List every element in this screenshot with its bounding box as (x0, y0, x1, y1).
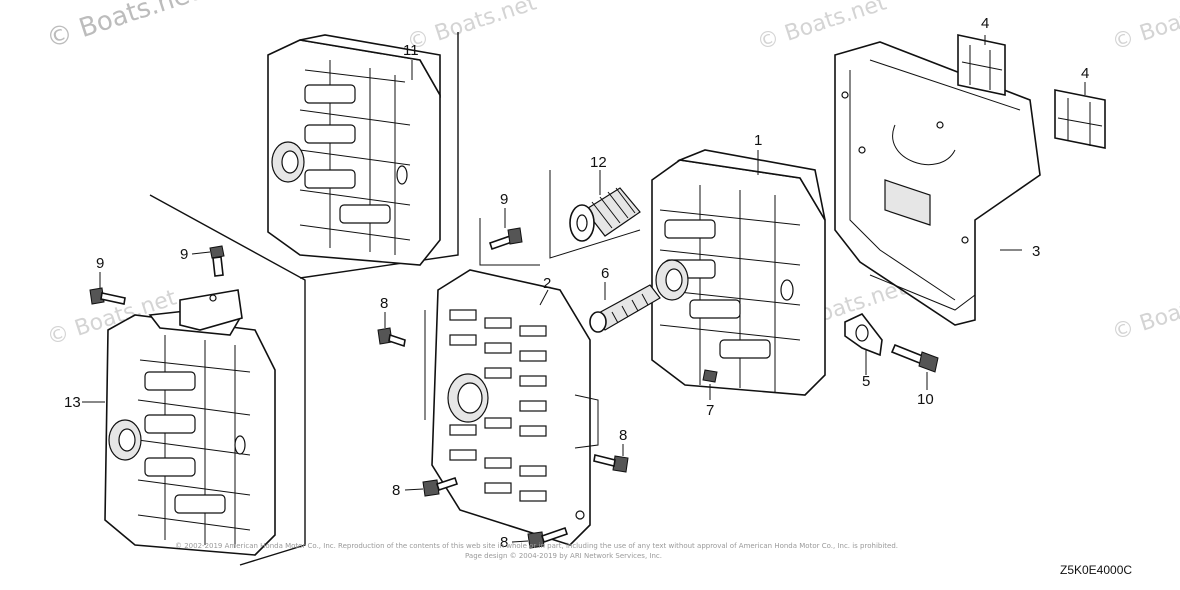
watermark: © Boats.net (1109, 0, 1180, 56)
callout-4: 4 (981, 15, 989, 32)
copyright-line-2: Page design © 2004-2019 by ARI Network S… (465, 552, 662, 560)
leader-lines (82, 35, 1086, 543)
copyright-line-1: © 2002-2019 American Honda Motor Co., In… (175, 542, 898, 550)
callout-8: 8 (380, 295, 388, 312)
bolt-8a (377, 327, 406, 348)
bolt-8b (593, 454, 629, 473)
bolt-9a (488, 227, 523, 251)
cover-3 (834, 41, 1041, 326)
callout-6: 6 (601, 265, 609, 282)
callout-7: 7 (706, 402, 714, 419)
protector-2 (431, 269, 599, 546)
clip-4b (1054, 89, 1106, 149)
callout-10: 10 (917, 391, 934, 408)
callout-12: 12 (590, 154, 607, 171)
callout-8: 8 (500, 534, 508, 551)
gasket-5 (844, 313, 883, 357)
callout-13: 13 (64, 394, 81, 411)
callout-8: 8 (619, 427, 627, 444)
bolt-7 (702, 369, 718, 383)
muffler-1 (651, 149, 826, 396)
callout-11: 11 (403, 42, 419, 59)
watermark: © Boats.net (1109, 280, 1180, 345)
muffler-13 (104, 289, 276, 556)
muffler-11 (267, 34, 441, 266)
clip-4a (957, 34, 1006, 96)
watermark: © Boats.net (404, 0, 540, 56)
watermark-top-left: © Boats.net (43, 0, 203, 55)
diagram-code: Z5K0E4000C (1060, 563, 1132, 577)
spark-arrester-6 (589, 284, 661, 333)
bolt-8c (422, 476, 459, 497)
callout-5: 5 (862, 373, 870, 390)
bolt-10 (890, 343, 939, 373)
bolt-9c (89, 287, 126, 305)
protector-slots (449, 309, 547, 502)
callout-9: 9 (96, 255, 104, 272)
screen-12 (569, 187, 641, 242)
bolt-9b (209, 245, 225, 277)
callout-4: 4 (1081, 65, 1089, 82)
bolt-8d (527, 526, 569, 549)
callout-1: 1 (754, 132, 762, 149)
callout-8: 8 (392, 482, 400, 499)
callout-9: 9 (180, 246, 188, 263)
callout-2: 2 (543, 275, 551, 292)
callout-labels: 11 1 2 3 4 4 5 6 7 8 8 8 8 9 9 9 10 12 1… (64, 15, 1089, 551)
group-boundary-lines (149, 32, 641, 566)
callout-3: 3 (1032, 243, 1040, 260)
callout-9: 9 (500, 191, 508, 208)
